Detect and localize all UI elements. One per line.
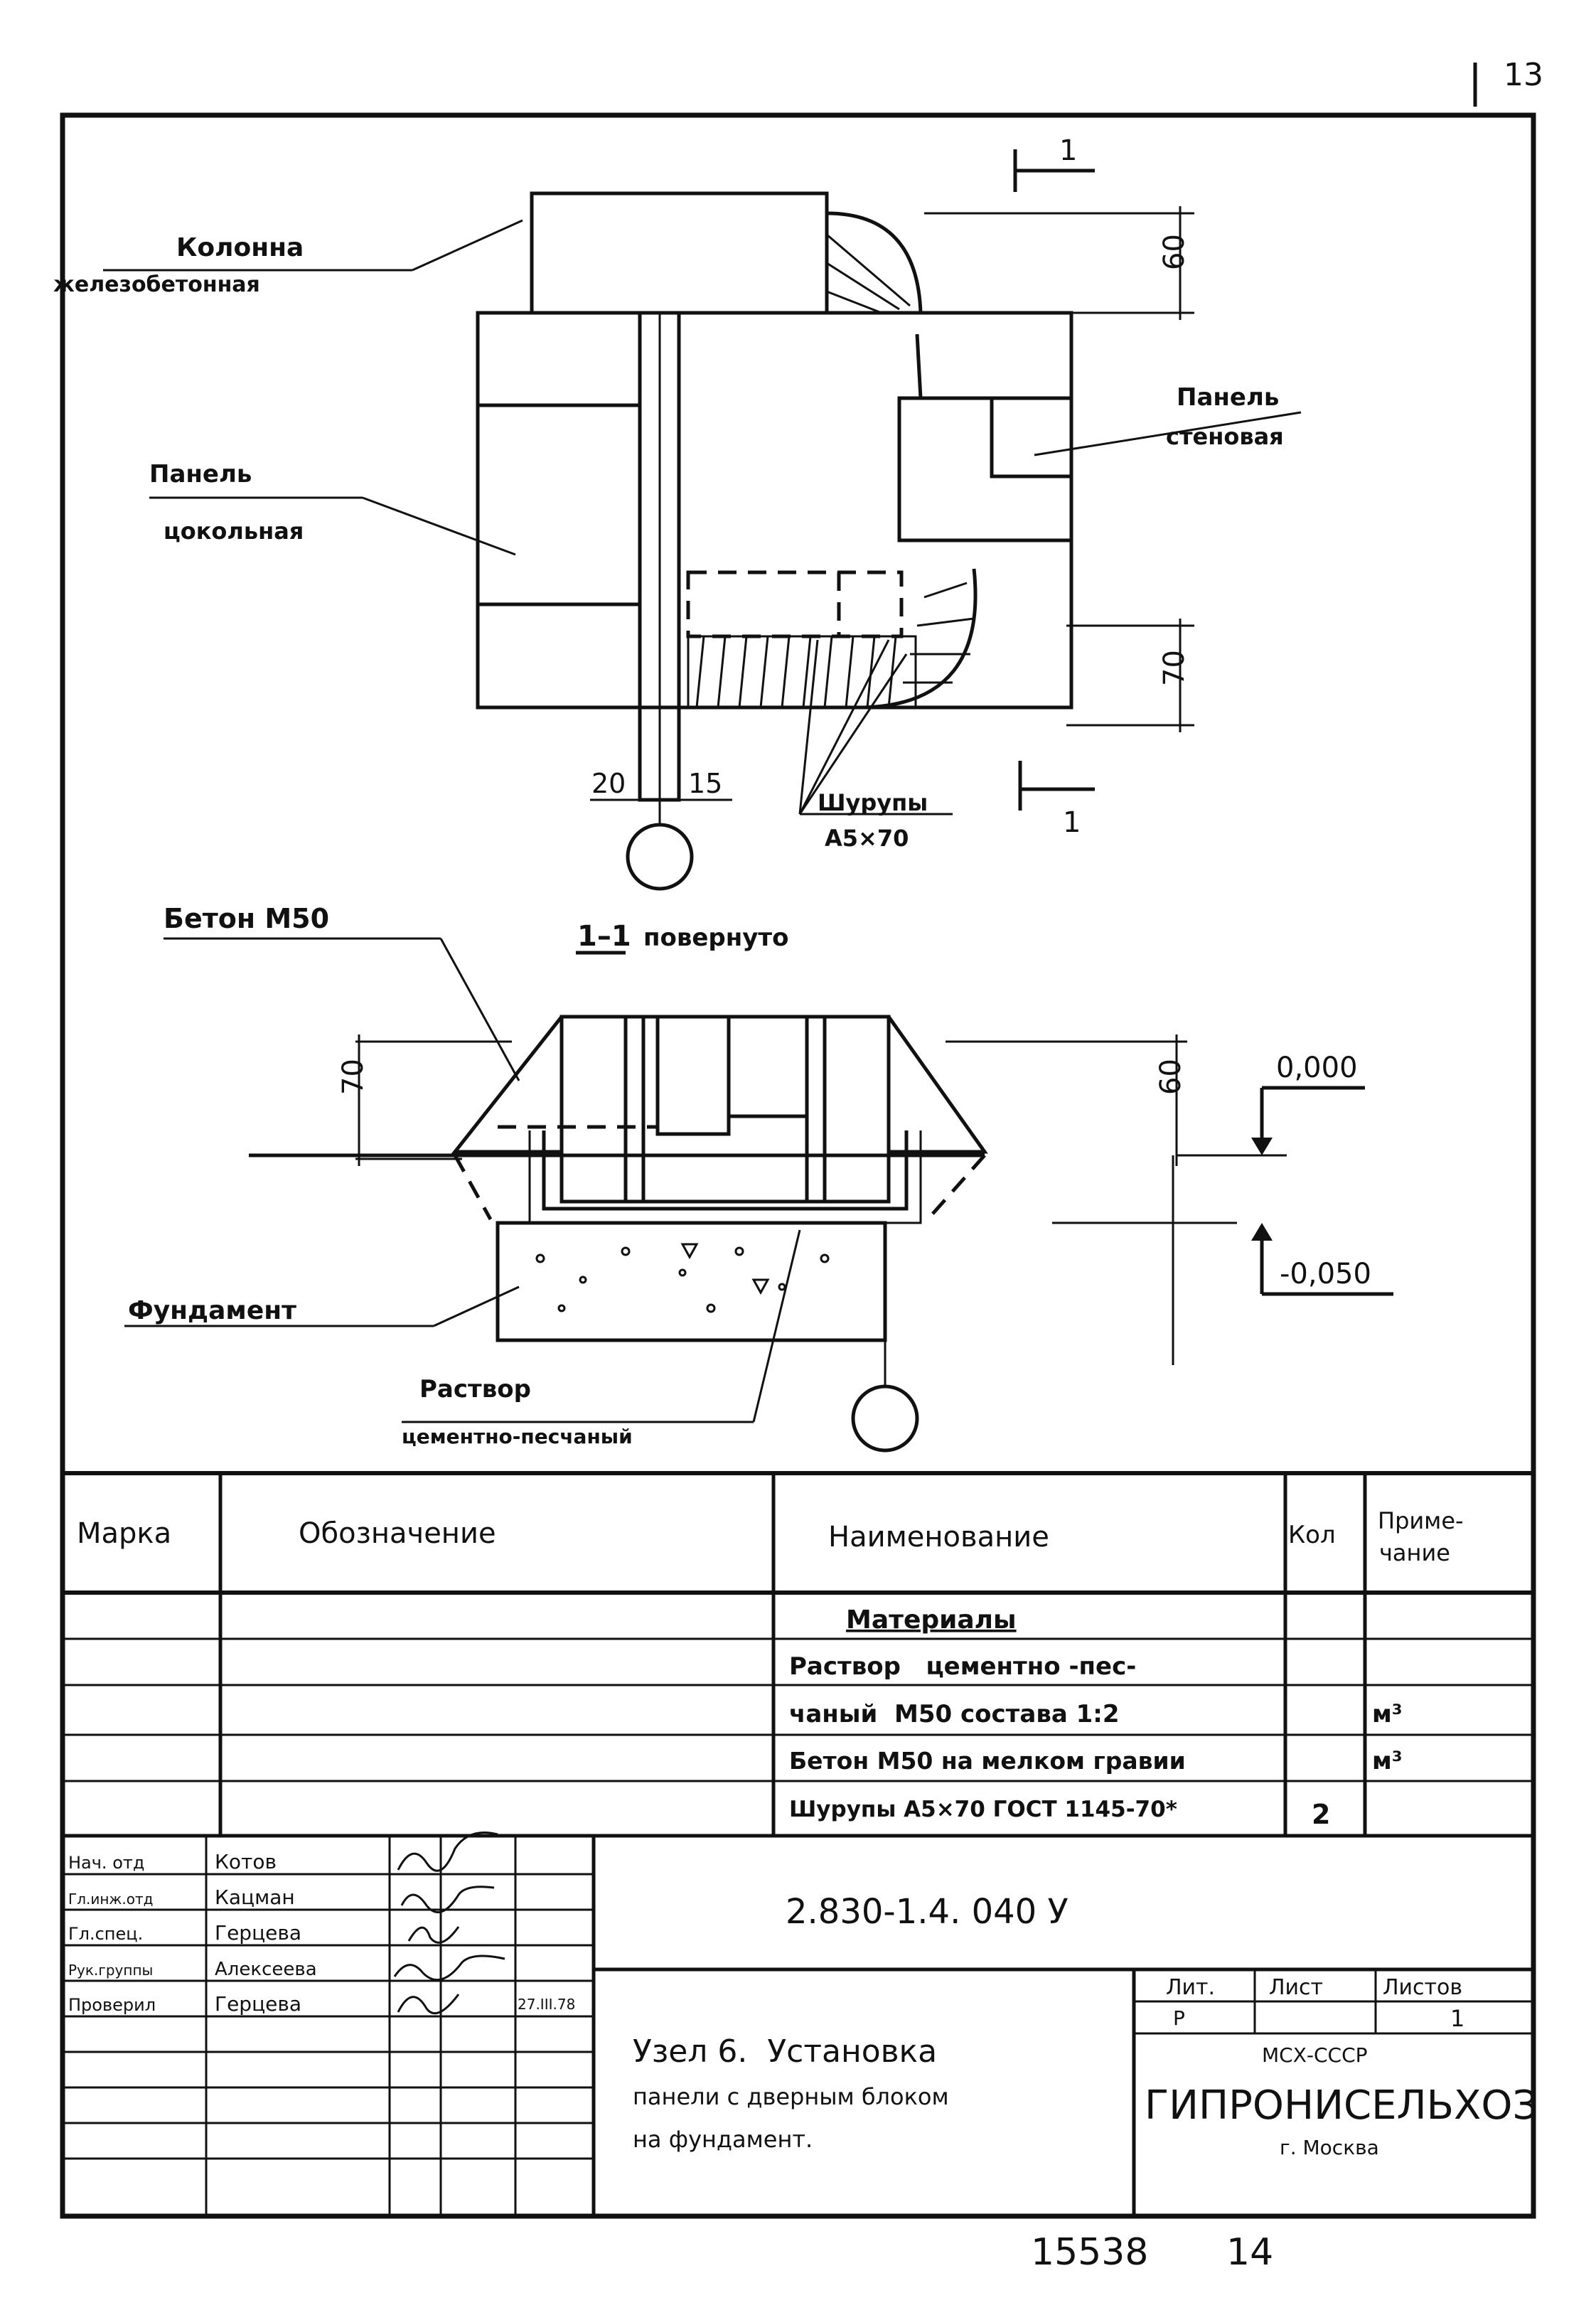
footer-number: 14 [1226, 2231, 1273, 2274]
spec-row-3-name: чаный М50 состава 1:2 [789, 1700, 1120, 1728]
section-dim-right: 60 [1155, 1059, 1187, 1095]
header-mark: Марка [77, 1517, 171, 1550]
sheets-label: Листов [1383, 1975, 1462, 2000]
level-top: 0,000 [1276, 1052, 1358, 1084]
plan-dim-right: 15 [688, 768, 722, 799]
page-number: 13 [1504, 57, 1543, 93]
signer-5-role: Проверил [68, 1995, 156, 2015]
doc-title-2: панели с дверным блоком [633, 2083, 949, 2110]
signer-2-role: Гл.инж.отд [68, 1891, 154, 1908]
sheet-frame [60, 112, 1536, 2219]
org-line-1: МСХ-СССР [1262, 2043, 1368, 2067]
sheet-label: Лист [1269, 1975, 1323, 2000]
sheets-value: 1 [1450, 2005, 1464, 2032]
lit-value: Р [1173, 2006, 1185, 2030]
doc-title-1: Узел 6. Установка [633, 2033, 937, 2070]
signer-1-role: Нач. отд [68, 1853, 144, 1873]
section-title-number: 1–1 [577, 920, 631, 953]
signature-4 [393, 1955, 505, 1981]
section-dim-left: 70 [337, 1059, 370, 1095]
spec-row-4-note: м³ [1372, 1747, 1403, 1775]
label-column-1: Колонна [176, 233, 304, 262]
spec-row-5-qty: 2 [1312, 1799, 1330, 1830]
plan-view: 60 70 20 15 1 1 Колонна железобетонная П… [53, 134, 1302, 891]
doc-code: 2.830-1.4. 040 У [786, 1892, 1069, 1932]
header-note-1: Приме- [1378, 1507, 1464, 1534]
spec-row-1-name: Материалы [846, 1605, 1017, 1635]
spec-row-2-name: Раствор цементно -пес- [789, 1652, 1136, 1681]
signer-5-name: Герцева [215, 1992, 301, 2016]
signer-5-date: 27.III.78 [518, 1996, 575, 2013]
level-bottom: -0,050 [1280, 1258, 1371, 1290]
org-line-2: ГИПРОНИСЕЛЬХОЗ [1145, 2082, 1538, 2129]
plan-dim-bottom: 70 [1158, 650, 1191, 686]
label-mortar-2: цементно-песчаный [402, 1425, 633, 1448]
signature-2 [400, 1886, 495, 1913]
footer-inventory: 15538 [1031, 2231, 1148, 2274]
spec-row-5-name: Шурупы А5×70 ГОСТ 1145-70* [789, 1797, 1177, 1822]
section-mark-top: 1 [1059, 134, 1077, 167]
title-block: Нач. отд Котов Гл.инж.отд Кацман Гл.спец… [63, 1832, 1538, 2216]
signer-4-name: Алексеева [215, 1959, 317, 1980]
section-title-text: повернуто [643, 924, 788, 952]
label-column-2: железобетонная [53, 272, 260, 297]
plan-dim-top: 60 [1158, 234, 1191, 270]
label-wall-panel-2: стеновая [1166, 423, 1284, 450]
section-mark-bottom: 1 [1063, 806, 1081, 839]
label-concrete: Бетон М50 [164, 903, 329, 934]
label-mortar-1: Раствор [419, 1375, 531, 1403]
signature-1 [397, 1832, 498, 1872]
plan-dim-left: 20 [591, 768, 626, 799]
label-plinth-panel-2: цокольная [164, 518, 304, 545]
spec-table: Марка Обозначение Наименование Кол Приме… [63, 1471, 1533, 1838]
label-screws-2: А5×70 [825, 825, 909, 852]
org-line-3: г. Москва [1280, 2136, 1379, 2159]
label-screws-1: Шурупы [818, 789, 928, 816]
signer-1-name: Котов [215, 1850, 277, 1873]
doc-title-3: на фундамент. [633, 2126, 813, 2153]
lit-label: Лит. [1166, 1975, 1215, 2000]
header-designation: Обозначение [299, 1517, 496, 1550]
header-name: Наименование [828, 1521, 1049, 1554]
spec-row-3-note: м³ [1372, 1700, 1403, 1728]
signer-4-role: Рук.группы [68, 1962, 153, 1979]
spec-row-4-name: Бетон М50 на мелком гравии [789, 1747, 1186, 1775]
section-view: 1–1 повернуто [124, 903, 1393, 1453]
signer-2-name: Кацман [215, 1886, 295, 1909]
label-plinth-panel-1: Панель [149, 460, 252, 488]
header-note-2: чание [1379, 1539, 1450, 1566]
header-qty: Кол [1288, 1521, 1336, 1549]
label-foundation: Фундамент [128, 1296, 296, 1325]
signature-3 [407, 1926, 460, 1944]
label-wall-panel-1: Панель [1177, 383, 1279, 412]
signature-5 [397, 1994, 460, 2015]
signer-3-role: Гл.спец. [68, 1924, 143, 1944]
signer-3-name: Герцева [215, 1921, 301, 1945]
